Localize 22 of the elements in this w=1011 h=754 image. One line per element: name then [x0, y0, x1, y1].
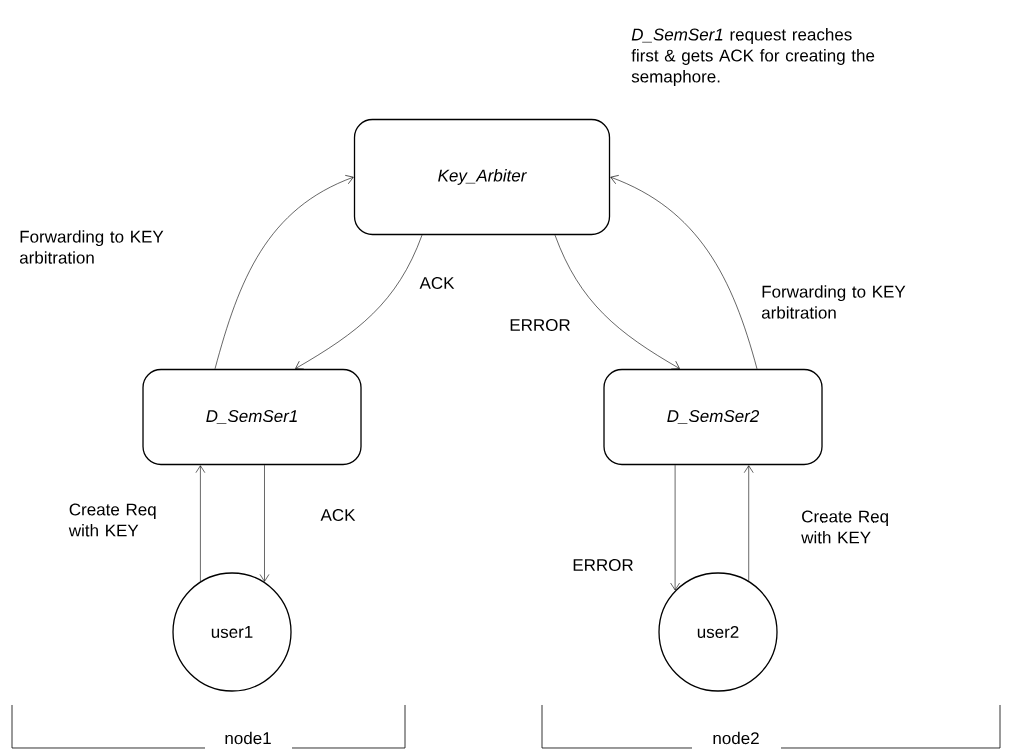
arrow — [259, 464, 270, 582]
edge-label: Forwarding to KEY arbitration — [19, 230, 164, 264]
arrow — [610, 175, 758, 370]
group-label: node1 — [225, 731, 271, 745]
arrow — [554, 234, 680, 370]
edge-label: Create Req with KEY — [801, 510, 888, 544]
arrow — [743, 465, 754, 582]
arrow — [195, 465, 206, 582]
edge-label: ACK — [320, 508, 356, 521]
note: D_SemSer1 request reaches first & gets ACK for creating the semaphore. — [631, 28, 875, 86]
edge-label: ERROR — [510, 319, 570, 331]
group-label: node2 — [713, 731, 759, 745]
arrow — [214, 175, 354, 370]
edge-label: ERROR — [573, 558, 633, 571]
edge-label: ACK — [419, 277, 455, 289]
arrow — [670, 464, 680, 591]
process-box: D_SemSer2 — [603, 368, 823, 466]
process-box: Key_Arbiter — [353, 118, 611, 236]
arrow — [295, 234, 423, 370]
edge-label: Create Req with KEY — [68, 503, 156, 537]
process-box: D_SemSer1 — [142, 368, 362, 466]
edge-label: Forwarding to KEY arbitration — [761, 285, 906, 319]
